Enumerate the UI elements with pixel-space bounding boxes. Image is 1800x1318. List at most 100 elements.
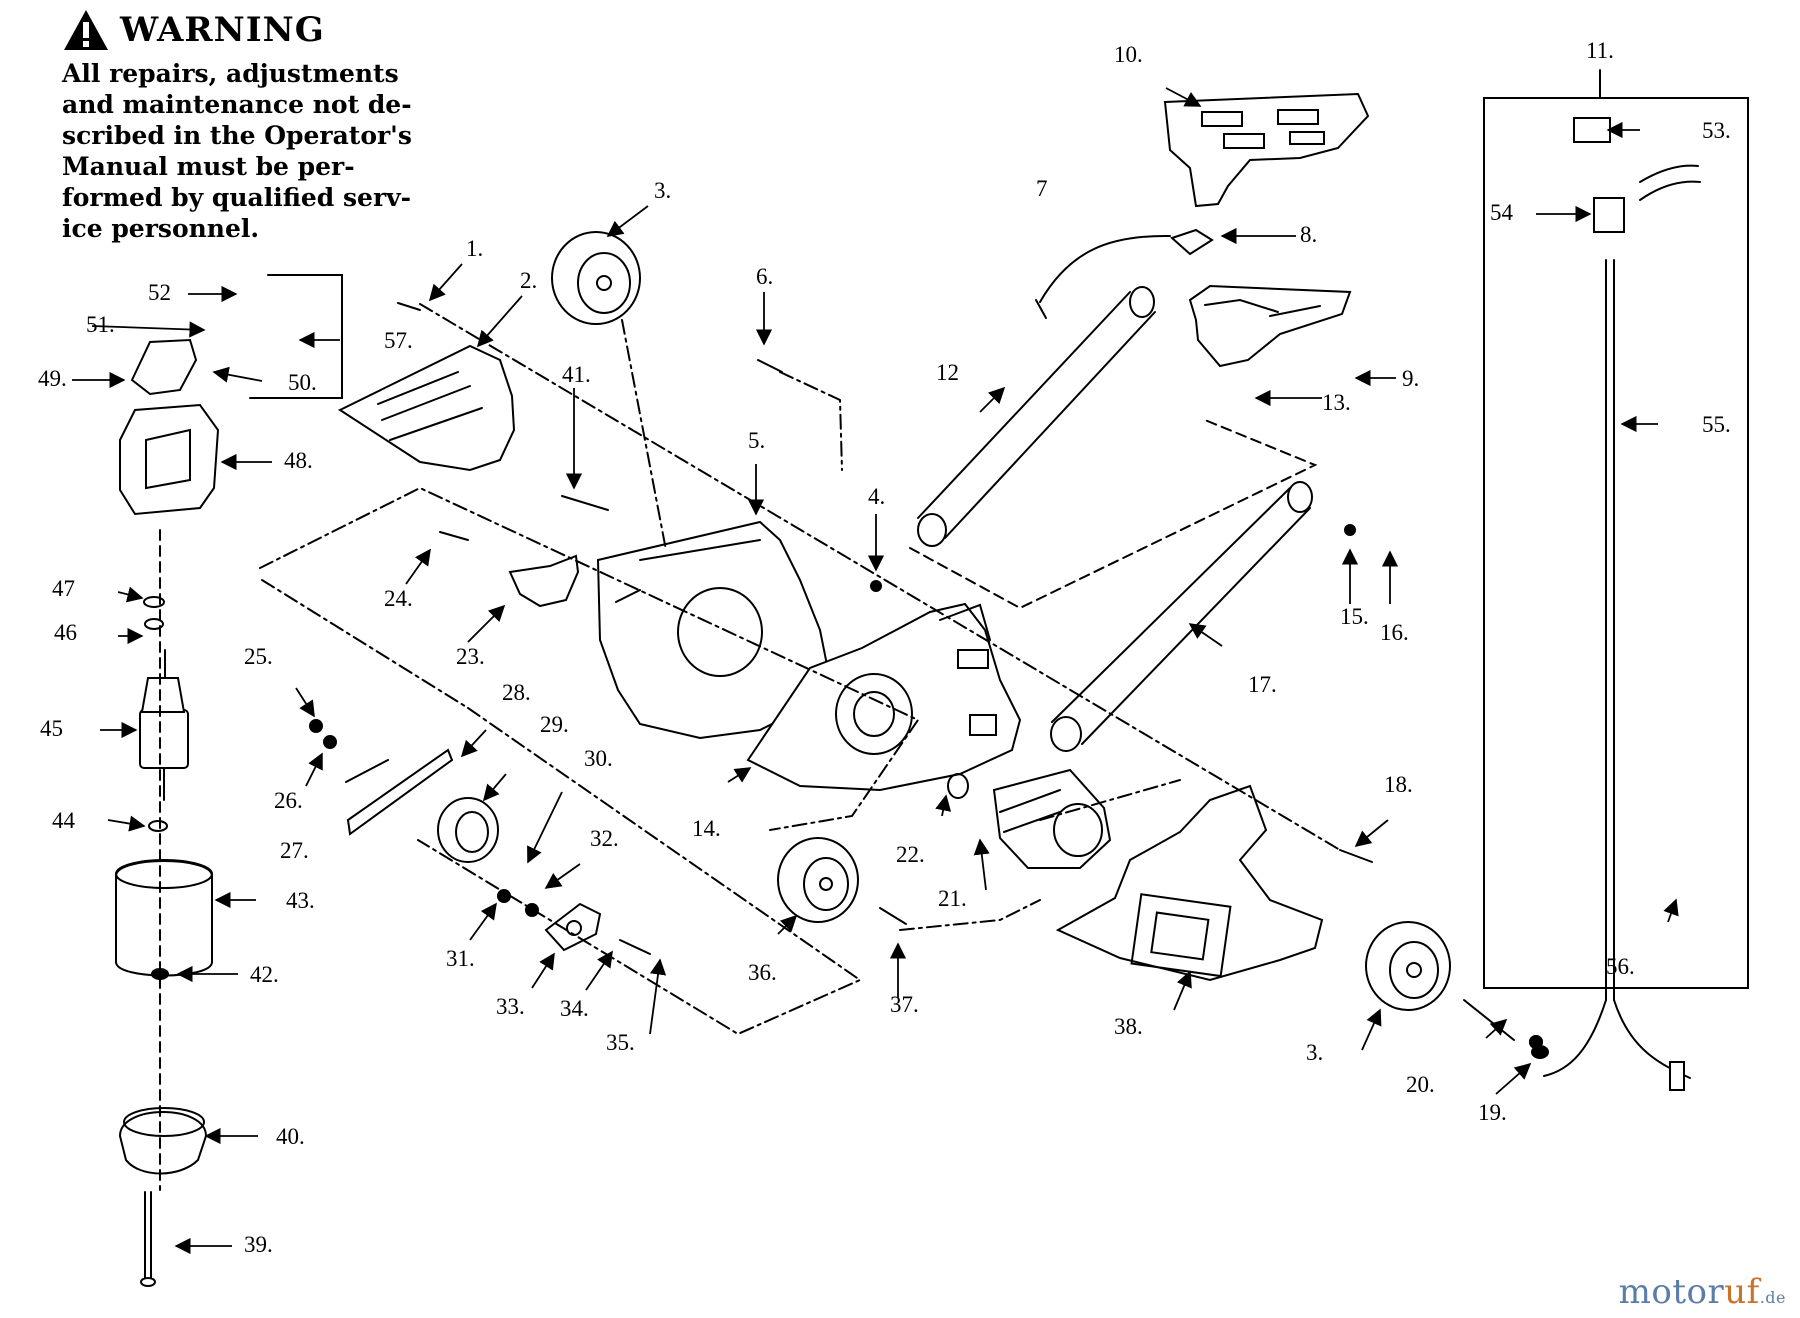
- callout-15: 15.: [1340, 604, 1369, 629]
- main-frame-part: [746, 602, 1022, 792]
- callout-48: 48.: [284, 448, 313, 473]
- spacer-part: [947, 773, 969, 799]
- shaft-part: [345, 759, 389, 783]
- callout-1: 1.: [466, 236, 483, 261]
- motor-housing-part: [596, 520, 832, 740]
- warning-notice: WARNING All repairs, adjustments and mai…: [62, 8, 442, 244]
- callout-28: 28.: [502, 680, 531, 705]
- cutting-plate-part: [346, 748, 454, 836]
- callout-18: 18.: [1384, 772, 1413, 797]
- callout-2: 2.: [520, 268, 537, 293]
- callout-31: 31.: [446, 946, 475, 971]
- watermark-part1: motor: [1618, 1272, 1725, 1312]
- screw-part: [397, 302, 421, 311]
- bolt-part: [140, 1191, 156, 1287]
- assembly-guide-lines: [259, 303, 1341, 1036]
- watermark-suffix: .de: [1759, 1288, 1786, 1307]
- callout-57: 57.: [384, 328, 413, 353]
- switch-assembly-box: [1483, 69, 1749, 1091]
- callout-52: 52: [148, 280, 171, 305]
- callout-54: 54: [1490, 200, 1514, 225]
- callout-50: 50.: [288, 370, 317, 395]
- axle-pin-part: [879, 907, 907, 925]
- wire-clip-part: [1035, 228, 1214, 319]
- callout-9: 9.: [1402, 366, 1419, 391]
- callout-30: 30.: [584, 746, 613, 771]
- callout-37: 37.: [890, 992, 919, 1017]
- screw-part: [561, 495, 609, 511]
- callout-43: 43.: [286, 888, 315, 913]
- callout-35: 35.: [606, 1030, 635, 1055]
- callout-22: 22.: [896, 842, 925, 867]
- lower-handle-tube-part: [1050, 481, 1313, 752]
- callout-38: 38.: [1114, 1014, 1143, 1039]
- callout-10: 10.: [1114, 42, 1143, 67]
- callout-34: 34.: [560, 996, 589, 1021]
- group-bracket: [249, 274, 343, 399]
- callout-14: 14.: [692, 816, 721, 841]
- callout-41: 41.: [562, 362, 591, 387]
- callout-26: 26.: [274, 788, 303, 813]
- callout-42: 42.: [250, 962, 279, 987]
- callout-49: 49.: [38, 366, 67, 391]
- wheel-part: [1365, 921, 1451, 1011]
- callout-23: 23.: [456, 644, 485, 669]
- callout-29: 29.: [540, 712, 569, 737]
- callout-7: 7: [1036, 176, 1048, 201]
- bracket-plate-part: [508, 554, 580, 608]
- end-cap-part: [119, 403, 220, 516]
- guard-plate-part: [1163, 92, 1370, 208]
- callout-56: 56.: [1606, 954, 1635, 979]
- watermark-part2: uf: [1724, 1272, 1760, 1312]
- drive-motor-part: [992, 768, 1112, 869]
- wheel-part: [777, 837, 859, 923]
- callout-labels: 1. 2. 3. 3. 4. 5. 6. 7 8. 9. 10. 11. 12 …: [38, 38, 1731, 1257]
- callout-11: 11.: [1586, 38, 1614, 63]
- callout-33: 33.: [496, 994, 525, 1019]
- callout-16: 16.: [1380, 620, 1409, 645]
- watermark: motoruf.de: [1619, 1272, 1786, 1312]
- callout-4: 4.: [868, 484, 885, 509]
- upper-handle-tube-part: [917, 286, 1156, 547]
- hardware-parts: [309, 524, 1543, 1049]
- brush-cover-part: [130, 338, 198, 396]
- side-cover-part: [337, 344, 516, 472]
- callout-39: 39.: [244, 1232, 273, 1257]
- callout-12: 12: [936, 360, 959, 385]
- callout-47: 47: [52, 576, 75, 601]
- callout-25: 25.: [244, 644, 273, 669]
- callout-3b: 3.: [1306, 1040, 1323, 1065]
- callout-45: 45: [40, 716, 63, 741]
- leader-arrows: [72, 87, 1679, 1255]
- callout-53: 53.: [1702, 118, 1731, 143]
- bearing-plate-part: [544, 902, 602, 952]
- callout-24: 24.: [384, 586, 413, 611]
- gear-part: [437, 797, 499, 863]
- callout-20: 20.: [1406, 1072, 1435, 1097]
- screw-part: [757, 359, 783, 373]
- callout-55: 55.: [1702, 412, 1731, 437]
- callout-8: 8.: [1300, 222, 1317, 247]
- warning-heading: WARNING: [62, 8, 442, 52]
- nut-part: [1531, 1045, 1549, 1059]
- callout-51: 51.: [86, 312, 115, 337]
- callout-44: 44: [52, 808, 76, 833]
- warning-text: All repairs, adjustments and maintenance…: [62, 59, 412, 243]
- callout-21: 21.: [938, 886, 967, 911]
- screw-part: [1339, 849, 1373, 863]
- wheel-part: [551, 231, 641, 325]
- callout-40: 40.: [276, 1124, 305, 1149]
- callout-32: 32.: [590, 826, 619, 851]
- callout-13: 13.: [1322, 390, 1351, 415]
- axle-pin-part: [1463, 999, 1515, 1041]
- callout-3: 3.: [654, 178, 671, 203]
- callout-6: 6.: [756, 264, 773, 289]
- callout-27: 27.: [280, 838, 309, 863]
- screw-part: [439, 531, 469, 541]
- armature-part: [139, 649, 189, 801]
- callout-36: 36.: [748, 960, 777, 985]
- callout-5: 5.: [748, 428, 765, 453]
- pin-part: [619, 939, 651, 955]
- callout-46: 46: [54, 620, 77, 645]
